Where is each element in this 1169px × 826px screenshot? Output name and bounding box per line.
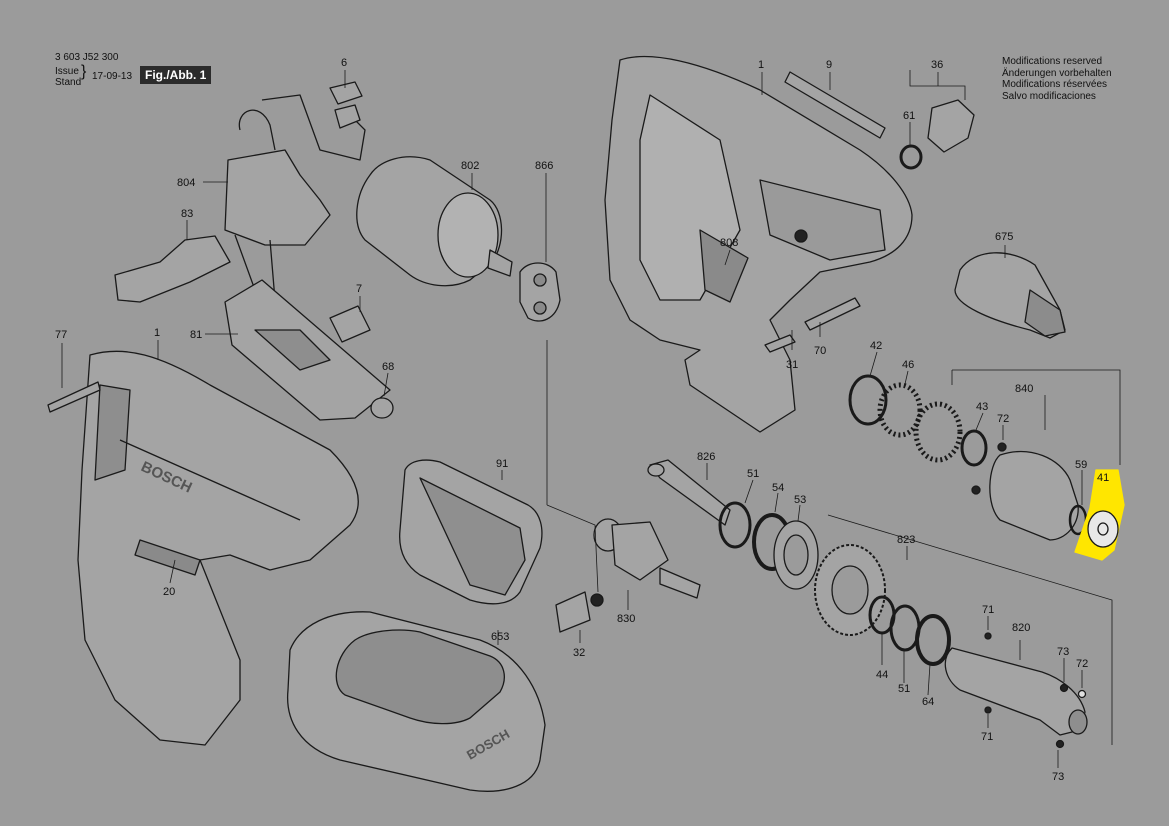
part-label: 1 — [758, 59, 764, 71]
part-label: 81 — [190, 329, 202, 341]
notice-line: Modifications réservées — [1002, 79, 1108, 90]
stand-label: Stand — [55, 77, 82, 88]
part-labels: 1 9 36 61 6 802 866 804 83 808 675 7 81 … — [55, 57, 1109, 783]
figure-label: Fig./Abb. 1 — [140, 66, 212, 84]
part-label: 83 — [181, 208, 193, 220]
clip-part-31 — [764, 334, 796, 353]
part-label: 31 — [786, 359, 798, 371]
connector-part-6 — [329, 81, 363, 105]
part-label: 46 — [902, 359, 914, 371]
part-label: 830 — [617, 613, 635, 625]
part-label: 653 — [491, 631, 509, 643]
leader-lines — [61, 70, 1121, 768]
part-label: 71 — [982, 604, 994, 616]
part-label-highlighted: 41 — [1097, 472, 1109, 484]
intermediate-shaft-part-826 — [647, 459, 731, 526]
part-label: 71 — [981, 731, 993, 743]
issue-label: Issue — [55, 66, 79, 77]
ball-part-72-b — [1077, 689, 1087, 699]
part-label: 73 — [1057, 646, 1069, 658]
drill-body-part-1 — [77, 350, 359, 746]
part-label: 43 — [976, 401, 988, 413]
spring-part-46 — [877, 382, 923, 438]
highlight-part-41[interactable] — [1074, 469, 1125, 561]
part-label: 1 — [154, 327, 160, 339]
part-label: 42 — [870, 340, 882, 352]
part-label: 804 — [177, 177, 195, 189]
part-label: 72 — [997, 413, 1009, 425]
notice-line: Salvo modificaciones — [1002, 90, 1096, 102]
part-label: 53 — [794, 494, 806, 506]
pin-part-70 — [804, 297, 861, 331]
housing-half-right — [604, 55, 913, 433]
ring-part-64 — [915, 614, 951, 666]
part-label: 72 — [1076, 658, 1088, 670]
part-68 — [370, 397, 394, 419]
battery-part-91 — [399, 459, 543, 605]
motor-part-802 — [356, 156, 513, 287]
notice-line: Änderungen vorbehalten — [1002, 67, 1112, 79]
bearing-bracket-part-866 — [519, 262, 561, 322]
part-label: 61 — [903, 110, 915, 122]
part-7 — [329, 305, 371, 343]
part-label: 675 — [995, 231, 1013, 243]
part-label: 64 — [922, 696, 934, 708]
strip-part-9 — [784, 71, 886, 139]
part-83 — [114, 235, 231, 303]
ball-part-72 — [997, 442, 1007, 452]
part-label: 51 — [747, 468, 759, 480]
ball-part-71 — [984, 632, 992, 640]
washer-part-51-b — [889, 604, 921, 652]
part-label: 44 — [876, 669, 888, 681]
part-label: 6 — [341, 57, 347, 69]
selector-part-36 — [927, 99, 975, 153]
ring-part-43 — [960, 429, 988, 467]
part-label: 70 — [814, 345, 826, 357]
screw-part-77 — [47, 381, 101, 413]
doc-number: 3 603 J52 300 — [55, 52, 119, 63]
brace: } — [81, 63, 87, 80]
switch-part-804 — [224, 94, 366, 301]
o-ring-part-61 — [899, 144, 923, 170]
part-label: 59 — [1075, 459, 1087, 471]
part-label: 20 — [163, 586, 175, 598]
part-label: 826 — [697, 451, 715, 463]
notice-line: Modifications reserved — [1002, 56, 1103, 67]
part-label: 823 — [897, 534, 915, 546]
gear-shaft-part-830 — [593, 518, 701, 599]
part-label: 32 — [573, 647, 585, 659]
part-label: 54 — [772, 482, 784, 494]
part-label: 820 — [1012, 622, 1030, 634]
pin-part-73 — [1059, 683, 1069, 693]
part-label: 68 — [382, 361, 394, 373]
part-label: 36 — [931, 59, 943, 71]
modifications-notice: Modifications reserved Änderungen vorbeh… — [1002, 56, 1112, 102]
spindle-part-820 — [944, 647, 1088, 736]
part-label: 9 — [826, 59, 832, 71]
clip-part-32 — [555, 591, 591, 633]
part-label: 73 — [1052, 771, 1064, 783]
disc-part-42 — [848, 374, 888, 426]
circuit-board-part-81 — [224, 279, 391, 421]
part-label: 802 — [461, 160, 479, 172]
part-label: 7 — [356, 283, 362, 295]
part-label: 866 — [535, 160, 553, 172]
part-label: 51 — [898, 683, 910, 695]
date-text: 17-09-13 — [92, 71, 133, 82]
washer-part-51 — [718, 501, 752, 549]
sleeve-part-840 — [989, 450, 1088, 541]
part-label: 91 — [496, 458, 508, 470]
charger-part-653 — [286, 611, 546, 792]
part-label: 77 — [55, 329, 67, 341]
part-label: 840 — [1015, 383, 1033, 395]
part-label: 808 — [720, 237, 738, 249]
keyless-chuck-part-675 — [954, 252, 1066, 339]
